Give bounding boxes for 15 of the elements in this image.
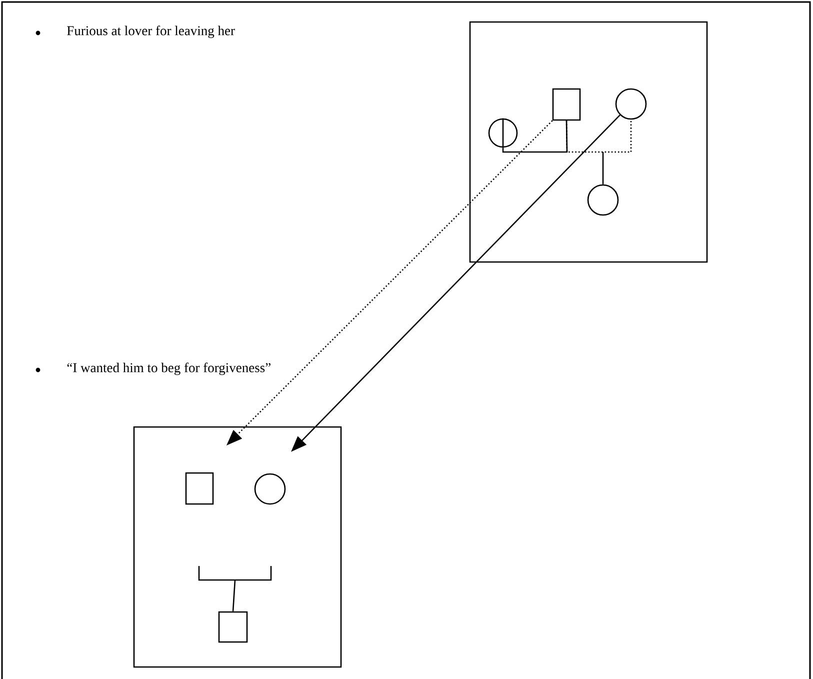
pedigree-box (469, 21, 708, 263)
symbol-circle (254, 473, 286, 505)
bullet-text: “I wanted him to beg for forgiveness” (67, 362, 270, 376)
symbol-circle (488, 118, 518, 148)
symbol-square (552, 88, 581, 121)
symbol-circle (615, 88, 647, 120)
bullet-text: Furious at lover for leaving her (67, 26, 235, 38)
symbol-circle (587, 184, 619, 216)
descent-line (198, 565, 272, 612)
relationship-line (566, 120, 632, 153)
relationship-line (502, 120, 568, 153)
pedigree-box (133, 426, 342, 668)
symbol-square (185, 472, 214, 505)
symbol-square (218, 611, 248, 643)
descent-line (602, 152, 604, 184)
